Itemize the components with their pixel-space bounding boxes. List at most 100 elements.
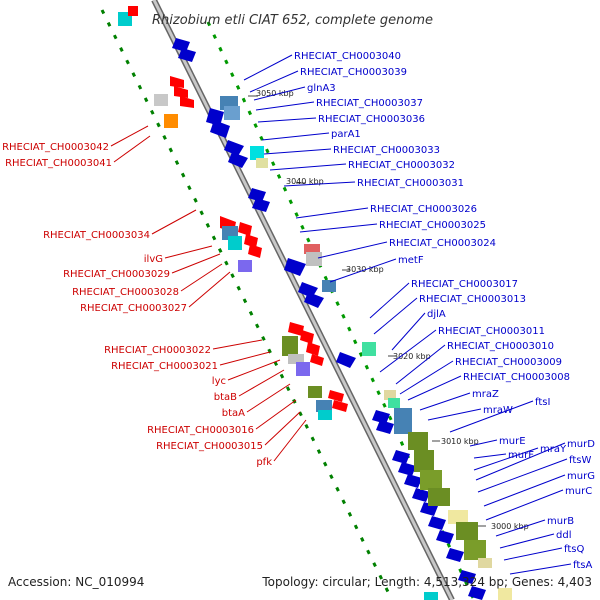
feature-block[interactable] bbox=[128, 6, 138, 16]
feature-block[interactable] bbox=[384, 390, 396, 400]
gene-label[interactable]: mraW bbox=[483, 405, 513, 416]
gene-label[interactable]: glnA3 bbox=[307, 83, 336, 94]
gene-label[interactable]: RHECIAT_CH0003037 bbox=[316, 98, 423, 109]
gene-label[interactable]: RHECIAT_CH0003040 bbox=[294, 51, 401, 62]
gene-arrow-plus[interactable] bbox=[288, 322, 304, 336]
gene-arrow-minus[interactable] bbox=[178, 48, 196, 62]
gene-label[interactable]: RHECIAT_CH0003011 bbox=[438, 326, 545, 337]
feature-block[interactable] bbox=[478, 558, 492, 568]
gene-arrow-minus[interactable] bbox=[252, 198, 270, 212]
gene-label[interactable]: RHECIAT_CH0003025 bbox=[379, 220, 486, 231]
feature-block[interactable] bbox=[304, 244, 320, 254]
feature-block[interactable] bbox=[316, 400, 332, 412]
feature-block-orthology[interactable] bbox=[464, 540, 486, 560]
feature-block[interactable] bbox=[288, 354, 304, 364]
gene-arrow-plus[interactable] bbox=[170, 76, 184, 88]
gene-arrow-minus[interactable] bbox=[428, 516, 446, 530]
feature-block[interactable] bbox=[424, 592, 438, 600]
gene-label[interactable]: murD bbox=[567, 439, 595, 450]
gene-label[interactable]: RHECIAT_CH0003032 bbox=[348, 160, 455, 171]
gene-arrow-minus[interactable] bbox=[248, 188, 266, 202]
gene-arrow-minus[interactable] bbox=[412, 488, 430, 502]
feature-block[interactable] bbox=[296, 362, 310, 376]
gene-label[interactable]: RHECIAT_CH0003041 bbox=[5, 158, 112, 169]
gene-arrow-minus[interactable] bbox=[228, 152, 248, 168]
gene-label[interactable]: RHECIAT_CH0003034 bbox=[43, 230, 150, 241]
gene-arrow-plus[interactable] bbox=[180, 96, 194, 108]
gene-label[interactable]: RHECIAT_CH0003026 bbox=[370, 204, 477, 215]
gene-arrow-plus[interactable] bbox=[174, 86, 188, 98]
gene-arrow-plus[interactable] bbox=[328, 390, 344, 402]
feature-block[interactable] bbox=[238, 260, 252, 272]
gene-label[interactable]: RHECIAT_CH0003008 bbox=[463, 372, 570, 383]
gene-arrow-minus[interactable] bbox=[398, 462, 416, 476]
gene-arrow-plus[interactable] bbox=[238, 222, 252, 236]
feature-block[interactable] bbox=[498, 588, 512, 600]
gene-label[interactable]: RHECIAT_CH0003024 bbox=[389, 238, 496, 249]
feature-block[interactable] bbox=[362, 342, 376, 356]
gene-arrow-plus[interactable] bbox=[244, 234, 258, 248]
feature-block[interactable] bbox=[306, 252, 322, 266]
feature-block-orthology[interactable] bbox=[428, 488, 450, 506]
feature-block-orthology[interactable] bbox=[456, 522, 478, 540]
gene-arrow-minus[interactable] bbox=[468, 586, 486, 600]
feature-block[interactable] bbox=[256, 158, 268, 168]
gene-arrow-minus[interactable] bbox=[210, 120, 230, 138]
gene-label[interactable]: RHECIAT_CH0003022 bbox=[104, 345, 211, 356]
feature-block-orthology[interactable] bbox=[308, 386, 322, 398]
gene-label[interactable]: pfk bbox=[256, 457, 272, 468]
gene-label[interactable]: RHECIAT_CH0003031 bbox=[357, 178, 464, 189]
gene-label[interactable]: mraZ bbox=[472, 389, 499, 400]
feature-block[interactable] bbox=[322, 280, 336, 292]
gene-arrow-minus[interactable] bbox=[404, 474, 422, 488]
gene-arrow-minus[interactable] bbox=[372, 410, 390, 424]
feature-block[interactable] bbox=[250, 146, 264, 160]
gene-label[interactable]: RHECIAT_CH0003013 bbox=[419, 294, 526, 305]
gene-label[interactable]: ftsA bbox=[573, 560, 592, 571]
gene-label[interactable]: RHECIAT_CH0003027 bbox=[80, 303, 187, 314]
gene-arrow-minus[interactable] bbox=[392, 450, 410, 464]
gene-label[interactable]: lyc bbox=[212, 376, 226, 387]
gene-arrow-minus[interactable] bbox=[172, 38, 190, 52]
gene-label[interactable]: mraY bbox=[540, 444, 567, 455]
gene-arrow-minus[interactable] bbox=[376, 420, 394, 434]
feature-block[interactable] bbox=[164, 114, 178, 128]
gene-arrow-minus[interactable] bbox=[284, 258, 306, 276]
gene-label[interactable]: djlA bbox=[427, 309, 446, 320]
gene-arrow-plus[interactable] bbox=[300, 330, 314, 344]
gene-label[interactable]: murB bbox=[547, 516, 574, 527]
gene-arrow-plus[interactable] bbox=[310, 354, 324, 366]
gene-arrow-minus[interactable] bbox=[304, 292, 324, 308]
gene-arrow-minus[interactable] bbox=[458, 570, 476, 584]
gene-label[interactable]: RHECIAT_CH0003033 bbox=[333, 145, 440, 156]
gene-label[interactable]: murG bbox=[567, 471, 595, 482]
gene-label[interactable]: RHECIAT_CH0003039 bbox=[300, 67, 407, 78]
gene-label[interactable]: RHECIAT_CH0003028 bbox=[72, 287, 179, 298]
feature-block-orthology[interactable] bbox=[282, 336, 298, 356]
feature-block[interactable] bbox=[154, 94, 168, 106]
gene-label[interactable]: parA1 bbox=[331, 129, 361, 140]
feature-block-orthology[interactable] bbox=[420, 470, 442, 490]
feature-block[interactable] bbox=[228, 236, 242, 250]
gene-label[interactable]: RHECIAT_CH0003017 bbox=[411, 279, 518, 290]
gene-arrow-plus[interactable] bbox=[306, 342, 320, 356]
gene-arrow-plus[interactable] bbox=[248, 244, 262, 258]
gene-label[interactable]: murC bbox=[565, 486, 592, 497]
feature-block[interactable] bbox=[394, 408, 412, 434]
gene-label[interactable]: RHECIAT_CH0003021 bbox=[111, 361, 218, 372]
gene-label[interactable]: RHECIAT_CH0003015 bbox=[156, 441, 263, 452]
gene-arrow-minus[interactable] bbox=[446, 548, 464, 562]
feature-block-orthology[interactable] bbox=[408, 432, 428, 450]
gene-label[interactable]: RHECIAT_CH0003010 bbox=[447, 341, 554, 352]
feature-block[interactable] bbox=[224, 106, 240, 120]
gene-arrow-minus[interactable] bbox=[224, 140, 244, 156]
feature-block[interactable] bbox=[318, 410, 332, 420]
gene-label[interactable]: murF bbox=[508, 450, 534, 461]
feature-block-orthology[interactable] bbox=[414, 450, 434, 472]
feature-block[interactable] bbox=[388, 398, 400, 408]
gene-label[interactable]: ftsI bbox=[535, 397, 550, 408]
gene-label[interactable]: murE bbox=[499, 436, 526, 447]
feature-block[interactable] bbox=[448, 510, 468, 524]
gene-label[interactable]: btaA bbox=[222, 408, 245, 419]
gene-label[interactable]: RHECIAT_CH0003009 bbox=[455, 357, 562, 368]
